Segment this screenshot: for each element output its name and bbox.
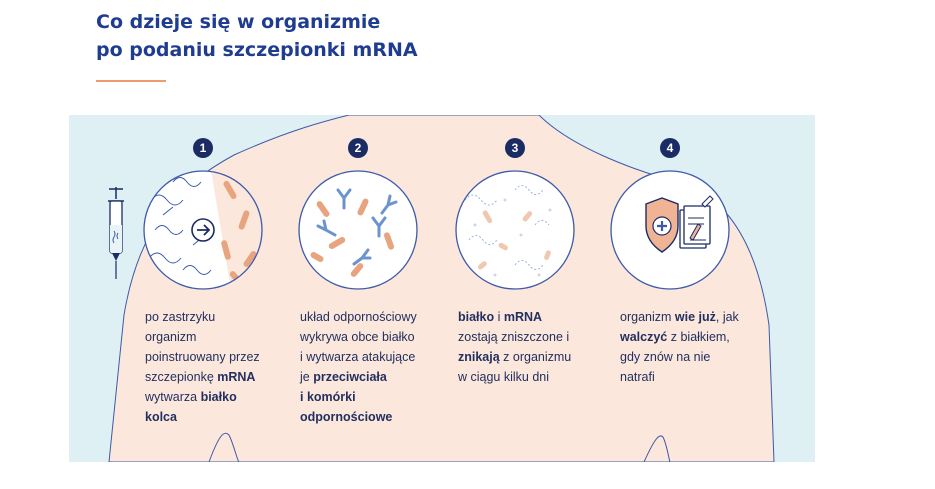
step-3-number: 3 [505, 138, 525, 158]
step-1-number: 1 [193, 138, 213, 158]
syringe-icon [108, 187, 124, 279]
caption-bold-text: wie już [674, 310, 716, 324]
caption-line: zostają zniszczone i [458, 327, 571, 347]
caption-text: organizm [145, 330, 197, 344]
caption-bold-text: przeciwciała [313, 370, 387, 384]
caption-text: organizm [620, 310, 675, 324]
infographic-title: Co dzieje się w organizmie po podaniu sz… [96, 8, 418, 64]
caption-line: szczepionkę mRNA [145, 367, 260, 387]
caption-line: je przeciwciała [300, 367, 417, 387]
caption-line: kolca [145, 407, 260, 427]
step-4-illustration [610, 170, 730, 290]
caption-text: układ odpornościowy [300, 310, 417, 324]
caption-text: gdy znów na nie [620, 350, 711, 364]
caption-line: białko i mRNA [458, 307, 571, 327]
caption-line: wytwarza białko [145, 387, 260, 407]
caption-text: i wytwarza atakujące [300, 350, 416, 364]
caption-bold-text: białko [458, 310, 495, 324]
caption-line: natrafi [620, 367, 739, 387]
caption-line: i komórki [300, 387, 417, 407]
step-3-illustration [455, 170, 575, 290]
caption-bold-text: kolca [145, 410, 177, 424]
caption-text: , jak [715, 310, 739, 324]
caption-text: poinstruowany przez [145, 350, 260, 364]
caption-text: z białkiem, [667, 330, 730, 344]
title-underline [96, 80, 166, 82]
step-4-number: 4 [660, 138, 680, 158]
caption-line: poinstruowany przez [145, 347, 260, 367]
caption-line: walczyć z białkiem, [620, 327, 739, 347]
caption-line: po zastrzyku [145, 307, 260, 327]
caption-line: w ciągu kilku dni [458, 367, 571, 387]
title-line-1: Co dzieje się w organizmie [96, 11, 381, 33]
caption-line: układ odpornościowy [300, 307, 417, 327]
caption-text: szczepionkę [145, 370, 218, 384]
caption-text: natrafi [620, 370, 655, 384]
caption-text: z organizmu [499, 350, 572, 364]
caption-line: znikają z organizmu [458, 347, 571, 367]
caption-line: organizm wie już, jak [620, 307, 739, 327]
caption-bold-text: walczyć [620, 330, 668, 344]
caption-text: je [300, 370, 314, 384]
title-line-2: po podaniu szczepionki mRNA [96, 39, 418, 61]
caption-bold-text: białko [200, 390, 237, 404]
caption-line: i wytwarza atakujące [300, 347, 417, 367]
step-2-illustration [298, 170, 418, 290]
caption-text: po zastrzyku [145, 310, 216, 324]
caption-bold-text: mRNA [217, 370, 256, 384]
caption-bold-text: znikają [458, 350, 500, 364]
shield-plus-icon [645, 197, 679, 253]
caption-line: organizm [145, 327, 260, 347]
caption-line: wykrywa obce białko [300, 327, 417, 347]
document-pen-icon [679, 195, 714, 249]
caption-bold-text: mRNA [503, 310, 543, 324]
step-1-illustration [143, 170, 263, 290]
step-3-caption: białko i mRNA zostają zniszczone i znikają… [458, 307, 571, 387]
step-2-number: 2 [348, 138, 368, 158]
caption-text: i [494, 310, 504, 324]
caption-bold-text: odpornościowe [300, 410, 393, 424]
caption-line: gdy znów na nie [620, 347, 739, 367]
step-1-caption: po zastrzyku organizm poinstruowany przez s… [145, 307, 260, 427]
caption-text: w ciągu kilku dni [458, 370, 550, 384]
caption-text: zostają zniszczone i [458, 330, 570, 344]
arrow-right-icon [191, 218, 215, 242]
caption-line: odpornościowe [300, 407, 417, 427]
caption-bold-text: i komórki [300, 390, 356, 404]
step-2-caption: układ odpornościowy wykrywa obce białko i … [300, 307, 417, 427]
caption-text: wytwarza [145, 390, 201, 404]
caption-text: wykrywa obce białko [300, 330, 415, 344]
